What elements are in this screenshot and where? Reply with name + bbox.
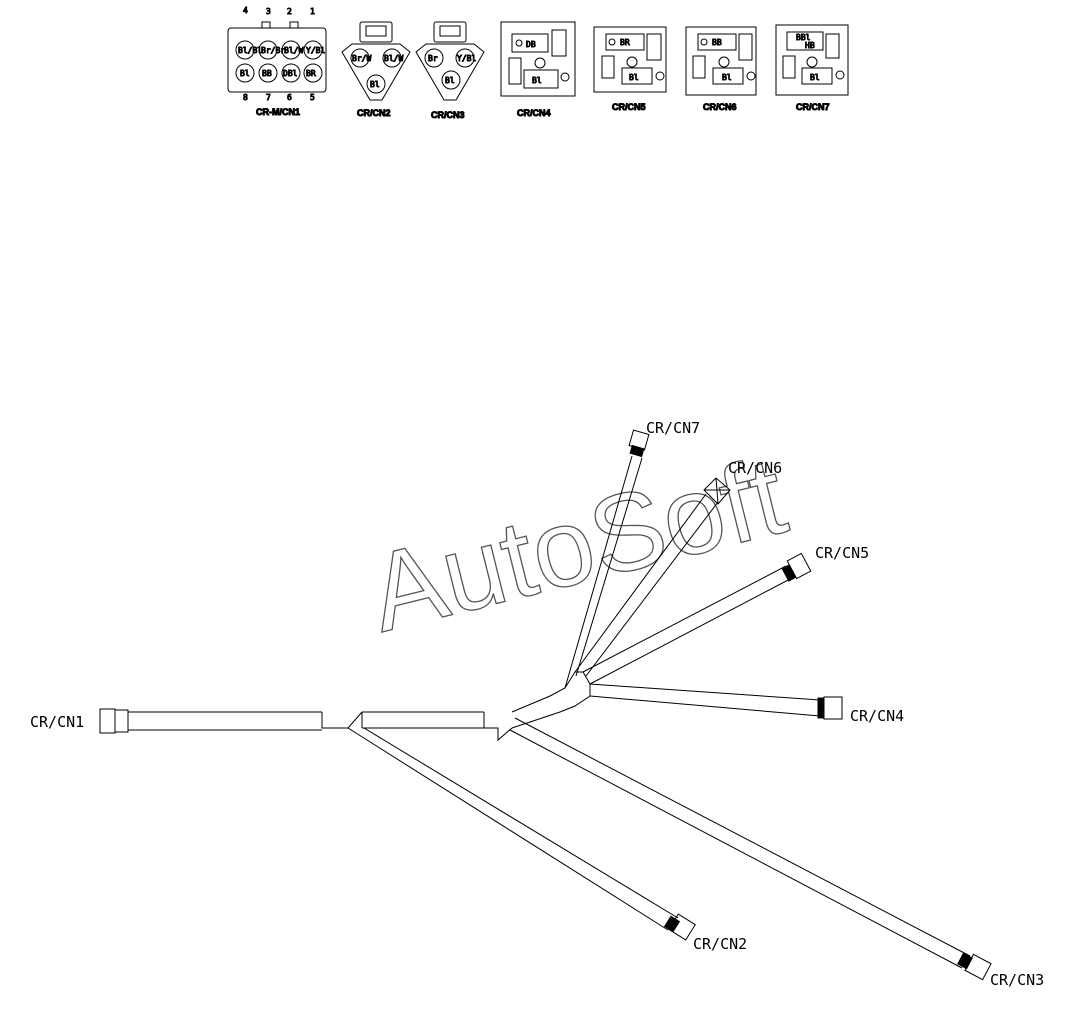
connector-view-cn2: Br/W Bl/W Bl CR/CN2 <box>341 21 411 119</box>
branch-cn7 <box>564 429 650 689</box>
cn1-pin-5: 5 <box>310 93 315 102</box>
branch-cn4 <box>589 683 843 720</box>
cn1-wire-br-br: Br/Br <box>261 46 285 55</box>
label-cn6: CR/CN6 <box>728 459 782 477</box>
cn3-wire-br: Br <box>428 54 438 63</box>
cn1-wire-bl-w: Bl/W <box>284 46 303 55</box>
cn2-view-caption: CR/CN2 <box>357 108 391 118</box>
connector-view-cn4: DB Bl CR/CN4 <box>500 21 576 119</box>
cn1-wire-bl: Bl <box>240 69 250 78</box>
connector-view-cn3: Br Y/Bl Bl CR/CN3 <box>415 21 485 121</box>
cn1-wire-bb: BB <box>262 69 272 78</box>
connector-view-cn6: BB Bl CR/CN6 <box>685 26 757 113</box>
cn2-wire-bl-w: Bl/W <box>384 54 403 63</box>
cn4-view-caption: CR/CN4 <box>517 108 551 118</box>
cn1-pin-6: 6 <box>287 93 292 102</box>
cn6-wire-bl: Bl <box>722 73 732 82</box>
connector-view-cn5: BR Bl CR/CN5 <box>593 26 667 113</box>
cn3-wire-y-bl: Y/Bl <box>457 54 476 63</box>
label-cn7: CR/CN7 <box>646 419 700 437</box>
label-cn4: CR/CN4 <box>850 707 904 725</box>
cn2-wire-br-w: Br/W <box>352 54 371 63</box>
cn6-wire-bb: BB <box>712 38 722 47</box>
cn5-wire-bl: Bl <box>629 73 639 82</box>
label-cn5: CR/CN5 <box>815 544 869 562</box>
cn3-view-caption: CR/CN3 <box>431 110 465 120</box>
branch-cn2 <box>347 727 696 941</box>
cn1-pin-4: 4 <box>243 6 248 15</box>
cn1-pin-2: 2 <box>287 7 292 16</box>
cn2-wire-bl: Bl <box>370 80 380 89</box>
cn5-wire-br: BR <box>620 38 630 47</box>
harness-trunk <box>99 671 591 742</box>
branch-cn6 <box>574 477 731 677</box>
cn1-pin-numbers-top: 4 3 2 1 <box>243 6 316 17</box>
cn7-wire-bl: Bl <box>810 73 820 82</box>
cn1-wire-bl-bl: Bl/Bl <box>238 46 262 55</box>
branch-cn5 <box>582 552 812 685</box>
cn1-wire-dbl: DBl <box>283 69 298 78</box>
cn1-sleeve <box>114 709 129 733</box>
cn1-pin-3: 3 <box>266 7 271 16</box>
cn3-wire-bl: Bl <box>445 76 455 85</box>
cn4-wire-bl: Bl <box>532 76 542 85</box>
connector-view-cn7: BBl HB Bl CR/CN7 <box>775 24 849 113</box>
cn7-wire-hb: HB <box>805 41 815 50</box>
cn7-view-caption: CR/CN7 <box>796 102 830 112</box>
cn1-pin-7: 7 <box>266 93 271 102</box>
cn1-pin-8: 8 <box>243 93 248 102</box>
label-cn3: CR/CN3 <box>990 971 1044 989</box>
cn1-view-caption: CR-M/CN1 <box>256 107 300 117</box>
cn1-plug <box>99 708 116 734</box>
cn4-wire-db: DB <box>526 40 536 49</box>
label-cn2: CR/CN2 <box>693 935 747 953</box>
cn1-pin-1: 1 <box>310 7 315 16</box>
cn5-view-caption: CR/CN5 <box>612 102 646 112</box>
cn6-view-caption: CR/CN6 <box>703 102 737 112</box>
branch-cn3 <box>509 717 992 981</box>
connector-view-cn1: 4 3 2 1 Bl/Bl Br/Br Bl/W Y/Bl Bl BB DBl … <box>227 6 327 118</box>
cn7-wire-bbl: BBl <box>796 33 811 42</box>
cn1-wire-y-bl: Y/Bl <box>306 46 325 55</box>
cn1-wire-br: BR <box>306 69 316 78</box>
label-cn1: CR/CN1 <box>30 713 84 731</box>
cn1-pin-numbers-bottom: 8 7 6 5 <box>243 93 316 103</box>
